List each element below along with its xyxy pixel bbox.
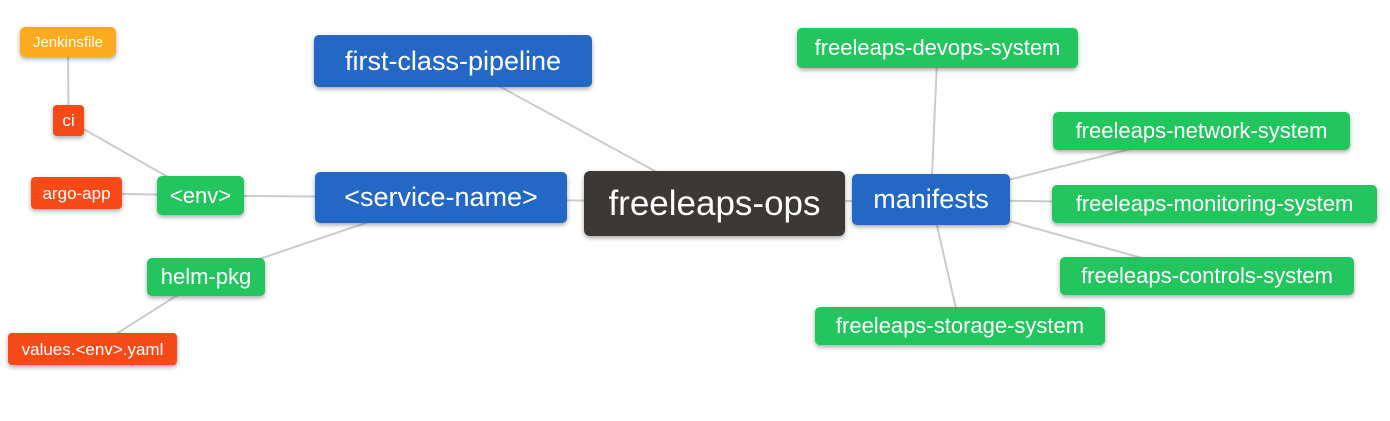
node-freeleaps-monitoring-system[interactable]: freeleaps-monitoring-system xyxy=(1052,185,1377,223)
node-manifests[interactable]: manifests xyxy=(852,174,1010,225)
node-freeleaps-controls-system[interactable]: freeleaps-controls-system xyxy=(1060,257,1354,295)
node-argo-app[interactable]: argo-app xyxy=(31,177,122,209)
node-freeleaps-devops-system[interactable]: freeleaps-devops-system xyxy=(797,28,1078,68)
node-first-class-pipeline[interactable]: first-class-pipeline xyxy=(314,35,592,87)
node-service-name[interactable]: <service-name> xyxy=(315,172,567,223)
node-jenkinsfile[interactable]: Jenkinsfile xyxy=(20,27,116,57)
node-env[interactable]: <env> xyxy=(157,176,244,215)
node-freeleaps-ops-root[interactable]: freeleaps-ops xyxy=(584,171,845,236)
node-ci[interactable]: ci xyxy=(53,105,84,136)
node-freeleaps-network-system[interactable]: freeleaps-network-system xyxy=(1053,112,1350,150)
node-helm-pkg[interactable]: helm-pkg xyxy=(147,258,265,296)
node-freeleaps-storage-system[interactable]: freeleaps-storage-system xyxy=(815,307,1105,345)
node-values-env-yaml[interactable]: values.<env>.yaml xyxy=(8,333,177,365)
